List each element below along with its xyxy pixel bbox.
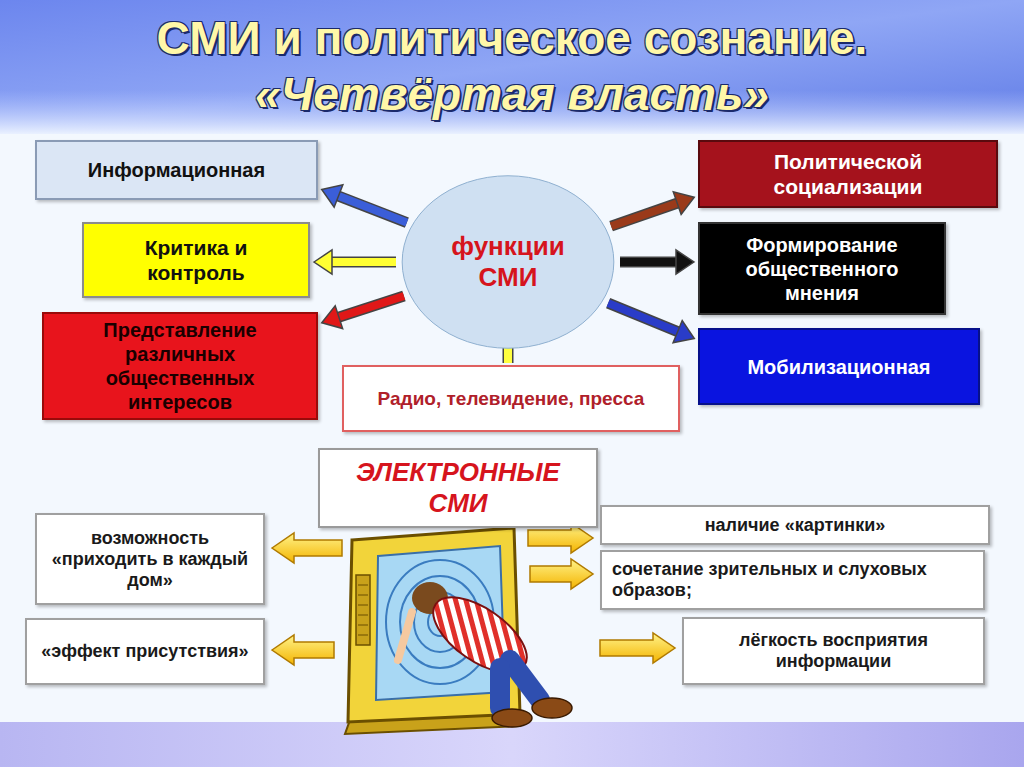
arrow-shaft xyxy=(337,296,404,318)
arrow-connector xyxy=(322,296,404,329)
speaker-grille xyxy=(358,585,368,635)
feature-box: лёгкость восприятия информации xyxy=(682,617,985,685)
boy-shoe xyxy=(532,698,572,718)
node-text: лёгкость восприятия информации xyxy=(694,630,973,672)
node-text: функции СМИ xyxy=(433,231,583,293)
boy-leg xyxy=(510,660,540,700)
node-text: сочетание зрительных и слуховых образов; xyxy=(612,559,973,601)
function-box: Критика и контроль xyxy=(82,222,310,298)
arrow-shaft xyxy=(611,203,679,227)
node-text: Формирование общественного мнения xyxy=(710,233,934,305)
function-box: Политической социализации xyxy=(698,140,998,208)
arrow-head xyxy=(322,185,343,207)
arrow-head xyxy=(322,306,343,329)
feature-box: возможность «приходить в каждый дом» xyxy=(35,513,265,605)
arrow-outline xyxy=(337,296,404,318)
node-text: ЭЛЕКТРОННЫЕ СМИ xyxy=(330,457,586,519)
ellipse-shape xyxy=(402,176,614,348)
node-text: Мобилизационная xyxy=(747,355,930,379)
arrow-head xyxy=(676,250,694,274)
arrow-connector xyxy=(314,250,396,274)
arrow-connector xyxy=(608,303,694,343)
arrow-shaft xyxy=(330,258,396,266)
feature-box: «эффект присутствия» xyxy=(25,618,265,685)
arrow-shaft xyxy=(620,258,678,266)
node-text: Критика и контроль xyxy=(94,235,298,285)
center-ellipse: функции СМИ xyxy=(400,174,616,350)
node-text: Политической социализации xyxy=(710,149,986,199)
function-box: Представление различных общественных инт… xyxy=(42,312,318,420)
feature-box: сочетание зрительных и слуховых образов; xyxy=(600,550,985,610)
source-box: Радио, телевидение, пресса xyxy=(342,365,680,432)
arrow-shaft xyxy=(337,195,407,222)
arrow-head xyxy=(314,250,332,274)
boy-arm xyxy=(398,612,412,660)
heading-box: ЭЛЕКТРОННЫЕ СМИ xyxy=(318,448,598,528)
node-text: возможность «приходить в каждый дом» xyxy=(47,528,253,591)
arrow-connector xyxy=(322,185,407,223)
boy-leg xyxy=(490,668,510,708)
function-box: Формирование общественного мнения xyxy=(698,222,946,315)
node-text: «эффект присутствия» xyxy=(41,641,248,662)
node-text: наличие «картинки» xyxy=(705,515,886,536)
feature-box: наличие «картинки» xyxy=(600,505,990,545)
arrow-shaft xyxy=(608,303,679,332)
arrow-head xyxy=(673,192,694,215)
function-box: Информационная xyxy=(35,140,318,200)
arrow-connector xyxy=(620,250,694,274)
title-block: СМИ и политическое сознание. «Четвёртая … xyxy=(0,10,1024,122)
arrow-outline xyxy=(337,195,407,222)
arrow-outline xyxy=(608,303,679,332)
arrow-connector xyxy=(611,192,694,226)
title-banner xyxy=(0,0,1024,134)
boy-shoe xyxy=(492,709,532,727)
arrow-left xyxy=(272,635,334,665)
boy-figure xyxy=(398,582,572,727)
node-text: Представление различных общественных инт… xyxy=(54,318,306,414)
footer-band xyxy=(0,722,1024,767)
arrow-right xyxy=(600,633,675,663)
function-box: Мобилизационная xyxy=(698,328,980,405)
arrow-outline xyxy=(330,257,396,268)
arrow-outline xyxy=(611,203,679,227)
title-text: СМИ и политическое сознание. «Четвёртая … xyxy=(72,10,952,122)
arrow-left xyxy=(272,533,342,563)
arrow-right xyxy=(530,559,593,589)
arrow-outline xyxy=(620,257,678,268)
node-text: Радио, телевидение, пресса xyxy=(378,388,645,410)
arrow-head xyxy=(673,321,694,343)
node-text: Информационная xyxy=(88,158,265,182)
tv-speaker xyxy=(356,575,370,645)
tv-illustration xyxy=(345,528,572,734)
